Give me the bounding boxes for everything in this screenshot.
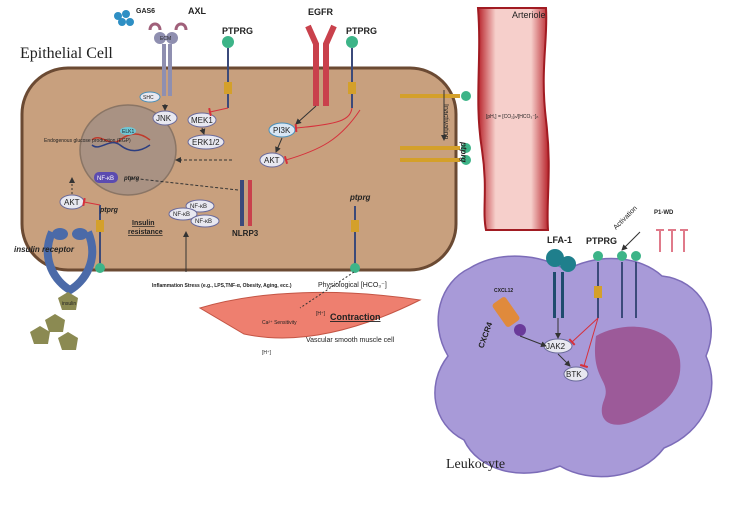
nfkb-cytoplasm-1: NF-κB [185,199,215,213]
epithelial-cell-title: Epithelial Cell [20,45,113,62]
shc-node: SHC [139,91,161,103]
insulin-receptor-label: insulin receptor [14,245,75,254]
ptprg-gene-nucleus: ptprg [123,176,140,182]
vsmc-label: Vascular smooth muscle cell [306,337,395,344]
insulin-label: insulin [62,301,76,307]
erk-node: ERK1/2 [187,134,225,150]
gas6-ligand [114,10,134,26]
arteriole: Arteriole [476,7,550,231]
egfr-label: EGFR [308,7,334,17]
svg-text:JNK: JNK [156,114,172,123]
ptprg-leukocyte-label: PTPRG [586,236,617,246]
cxcl12-label: CXCL12 [494,288,513,294]
arteriole-label: Arteriole [512,10,546,20]
lfa1-label: LFA-1 [547,235,572,245]
btk-node: BTK [563,366,589,382]
physiological-hco3: Physiological [HCO₃⁻] [318,282,387,289]
akt-node-center: AKT [259,152,285,168]
inflammation-stress-label: Inflammation Stress (e.g., LPS,TNF-α, Ob… [152,283,292,289]
inactivation-label: Inactivation [442,104,449,140]
ptprg-label-2: PTPRG [346,26,377,36]
h-plus-label-2: [H⁺] [262,350,272,356]
nfkb-cytoplasm-3: NF-κB [190,214,220,228]
ptprg-leukocyte-icon [593,251,641,318]
cxcr4-receptor-icon [492,297,526,336]
p1wd-label: P1-WD [654,210,674,216]
p1wd-peptide-icon [656,229,688,252]
nlrp3-label: NLRP3 [232,229,259,238]
leukocyte-title: Leukocyte [446,457,505,472]
svg-text:AKT: AKT [264,156,280,165]
jak2-node: JAK2 [543,338,573,354]
svg-text:NF-κB: NF-κB [173,212,190,218]
ptprg-right-receptors [400,91,471,165]
insulin-resistance-label-2: resistance [128,229,163,236]
svg-text:ELK1: ELK1 [122,129,134,135]
svg-text:NF-κB: NF-κB [190,204,207,210]
smooth-muscle-cell [198,291,422,339]
nfkb-nucleus-node: NF-κB [94,172,118,183]
leukocyte-nucleus [594,326,681,425]
insulin-receptor-icon [43,228,97,295]
svg-text:AKT: AKT [64,198,80,207]
svg-text:JAK2: JAK2 [546,342,566,351]
svg-text:NF-κB: NF-κB [195,219,212,225]
ptprg-right-label: ptprg [459,141,468,163]
ptprg-membrane-icon [95,205,105,273]
svg-text:PI3K: PI3K [273,126,291,135]
svg-text:MEK1: MEK1 [191,116,213,125]
ca-sensitivity-label: Ca²⁺ Sensitivity [262,320,297,326]
svg-text:NF-κB: NF-κB [97,176,114,182]
axl-label: AXL [188,6,207,16]
nfkb-cytoplasm-2: NF-κB [168,207,198,221]
pi3k-node: PI3K [268,122,296,138]
jnk-node: JNK [152,110,178,126]
svg-text:ERK1/2: ERK1/2 [192,138,220,147]
lfa1-receptor-icon [546,249,576,318]
akt-node-left: AKT [59,194,85,210]
egfr-receptor-icon [305,24,337,106]
ecm-label: ECM [160,36,171,42]
insulin-resistance-label-1: Insulin [132,220,155,227]
contraction-label: Contraction [330,312,381,322]
egp-label: Endogenous glucose production (EGP) [44,138,131,144]
ptprg-bottom-label: ptprg [349,193,371,202]
h-plus-label: [H⁺] [316,311,326,317]
ph-equation: [pH,] = [CO₂]ₙ/[HCO₃⁻]ₙ [486,114,538,120]
ptprg-bottom-icon [350,206,360,273]
ptprg-receptor-icon [346,36,358,108]
dna-strand-icon [91,133,151,143]
ptprg-label-1: PTPRG [222,26,253,36]
insulin-molecule-icon [30,292,78,350]
svg-text:SHC: SHC [143,95,154,101]
elk1-node: ELK1 [120,127,136,135]
ptprg-membrane-label: ptprg [99,207,119,214]
axl-receptor-icon [148,22,188,96]
nlrp3-icon [240,180,252,226]
gas6-label: GAS6 [136,8,155,15]
ptprg-receptor-icon [222,36,234,108]
activation-label: Activation [612,205,638,231]
svg-text:BTK: BTK [566,370,582,379]
dna-strand-icon [91,141,151,152]
pathway-arrows [69,90,641,369]
mek1-node: MEK1 [187,112,217,128]
